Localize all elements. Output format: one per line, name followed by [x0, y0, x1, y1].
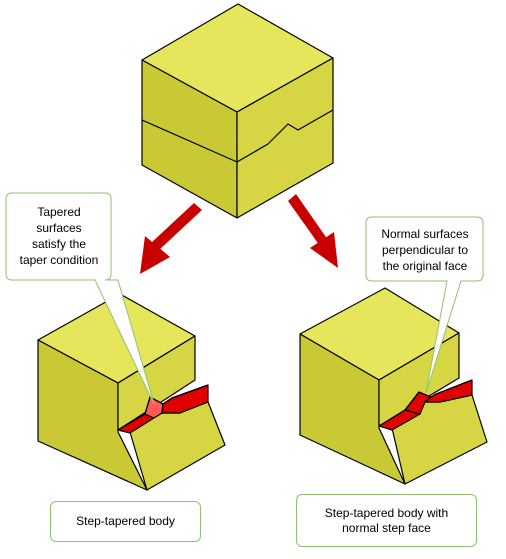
caption-step-tapered-body: Step-tapered body [50, 501, 201, 542]
caption-step-tapered-body-normal: Step-tapered body with normal step face [296, 494, 477, 547]
right-body-left-face [299, 333, 406, 485]
right-step-edge [378, 379, 473, 427]
original-cube-right-face [236, 57, 334, 219]
left-body-left-face [37, 339, 148, 491]
step-tapered-body [37, 293, 226, 491]
parting-line-right [236, 109, 334, 163]
callout-right-text: Normal surfaces perpendicular to the ori… [381, 227, 469, 273]
callout-right-shape [365, 216, 484, 394]
callout-right [365, 216, 484, 394]
caption-step-tapered-body-normal-text: Step-tapered body with normal step face [324, 505, 449, 535]
callout-left [5, 192, 155, 405]
parting-line-left [141, 119, 238, 163]
right-body-upper-right-face [378, 332, 460, 427]
step-tapered-body-normal [299, 287, 488, 485]
left-step-edge [117, 384, 209, 431]
callout-left-shape [5, 192, 155, 405]
arrow-left [140, 203, 202, 274]
left-body-upper-right-face [117, 335, 196, 431]
original-cube [141, 3, 334, 219]
caption-step-tapered-body-text: Step-tapered body [76, 514, 175, 528]
callout-left-text: Tapered surfaces satisfy the taper condi… [19, 205, 99, 267]
arrow-right [288, 194, 338, 268]
